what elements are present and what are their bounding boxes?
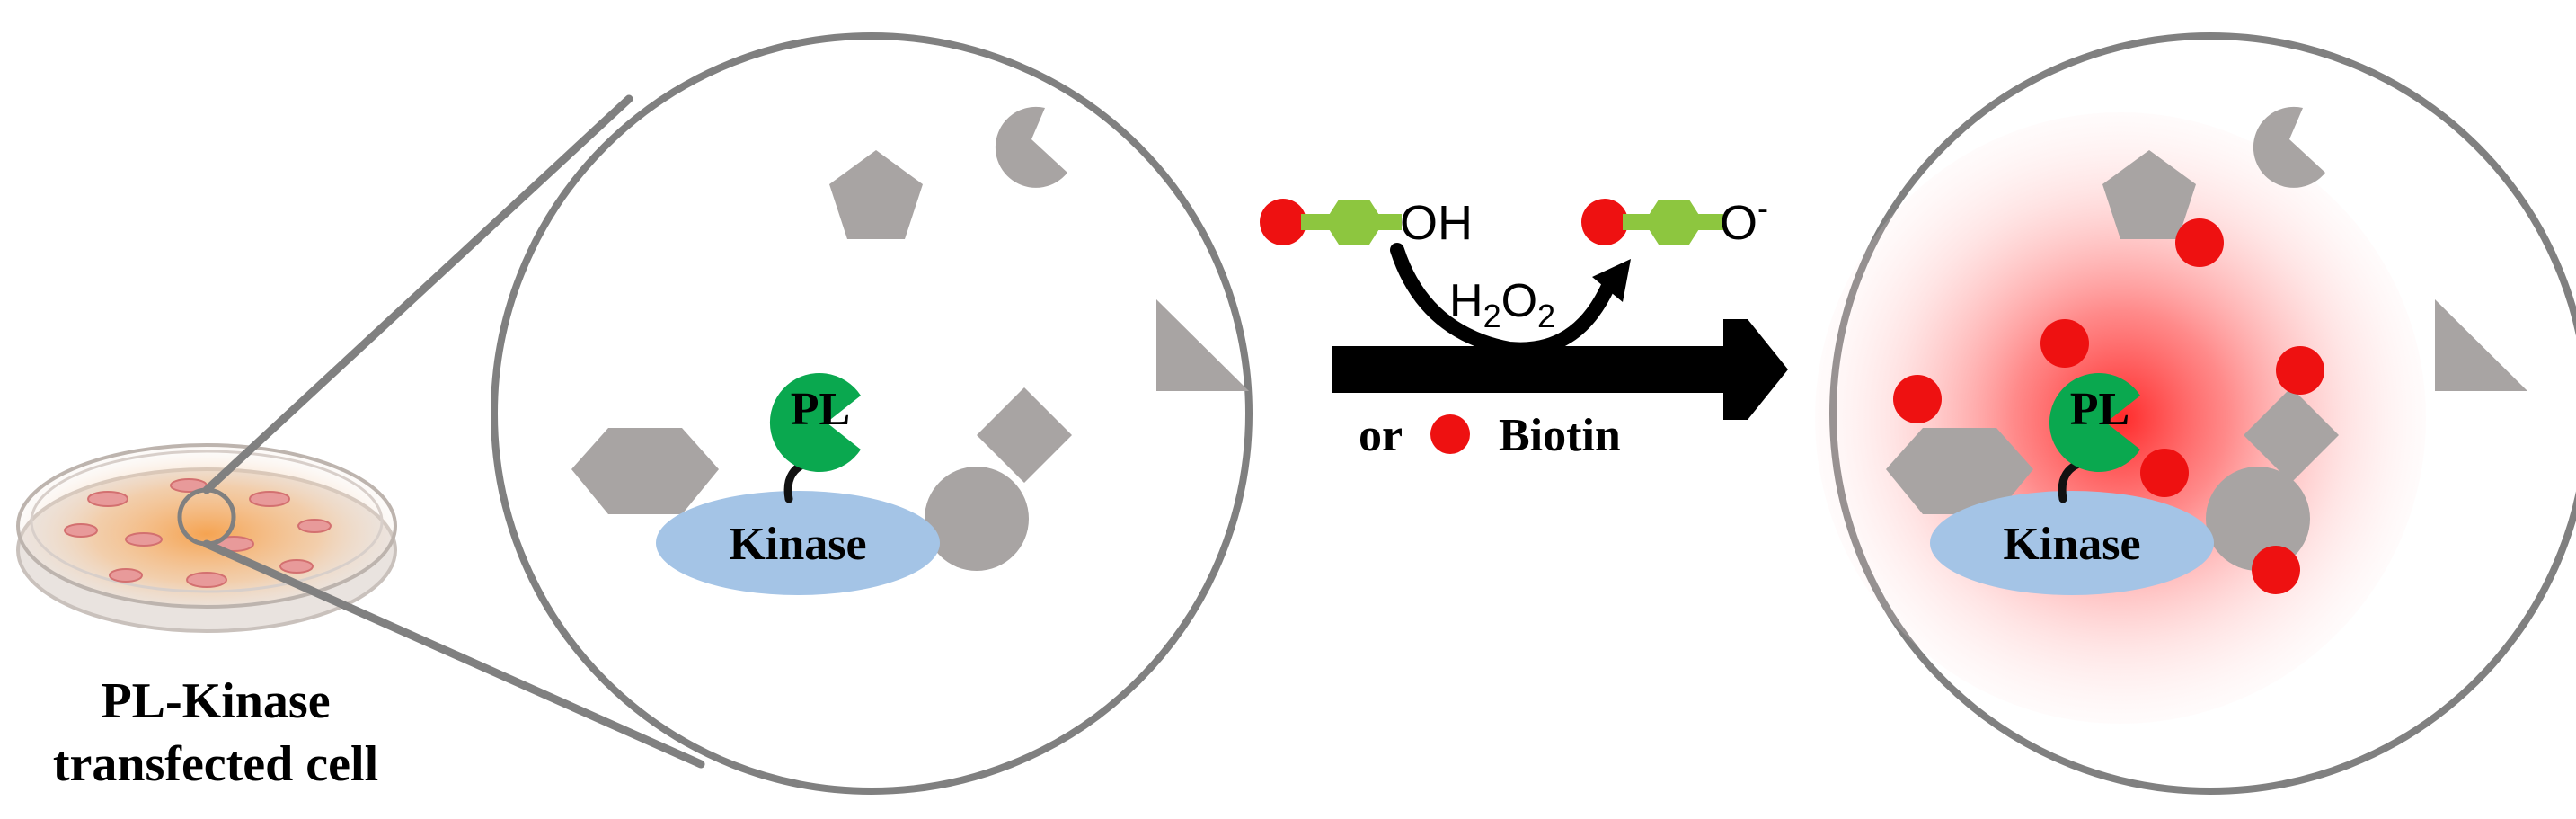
biotin-label: Biotin: [1499, 410, 1621, 461]
product-oxyanion: O-: [1720, 190, 1768, 250]
magnification-lines: [202, 94, 705, 769]
biotin-dot-substrate: [1260, 199, 1306, 245]
right-zoom-view: [1815, 32, 2576, 795]
phenol-ring-substrate: [1324, 200, 1384, 245]
protein-triangle-right: [2435, 299, 2527, 391]
kinase-label-right: Kinase: [2003, 519, 2140, 570]
substrate-hydroxyl: OH: [1400, 196, 1473, 250]
kinase-label-left: Kinase: [729, 519, 866, 570]
phenol-ring-product: [1644, 200, 1704, 245]
pl-label-right: PL: [2070, 384, 2129, 435]
left-zoom-view: [491, 32, 1253, 795]
reaction-arrow: [1332, 243, 1788, 420]
pl-enzyme-right: [2049, 372, 2140, 472]
substrate-molecule: [1260, 199, 1402, 245]
petri-dish: [16, 443, 397, 633]
dish-caption-line2: transfected cell: [52, 736, 379, 792]
biotin-dot-product: [1581, 199, 1628, 245]
kinase-ellipse-right: [1930, 491, 2214, 595]
pl-label-left: PL: [791, 384, 850, 435]
product-molecule: [1581, 199, 1723, 245]
protein-circle-right: [2206, 467, 2310, 571]
protein-diamond-left: [977, 387, 1072, 483]
kinase-ellipse-left: [656, 491, 940, 595]
biotin-tags: [1893, 218, 2324, 594]
protein-pentagon-right: [2102, 150, 2196, 239]
oxidant-label: H2O2: [1449, 275, 1555, 334]
pl-enzyme-left: [769, 372, 861, 472]
protein-hexagon-left: [571, 428, 719, 514]
or-label: or: [1359, 410, 1403, 461]
protein-diamond-right: [2244, 387, 2339, 483]
protein-semicircle-left: [995, 106, 1067, 188]
protein-triangle-left: [1156, 299, 1249, 391]
biotin-dot-legend: [1430, 414, 1470, 454]
protein-semicircle-right: [2253, 106, 2325, 188]
protein-pentagon-left: [829, 150, 923, 239]
protein-circle-left: [925, 467, 1029, 571]
dish-caption-line1: PL-Kinase: [101, 673, 331, 729]
protein-hexagon-right: [1886, 428, 2033, 514]
